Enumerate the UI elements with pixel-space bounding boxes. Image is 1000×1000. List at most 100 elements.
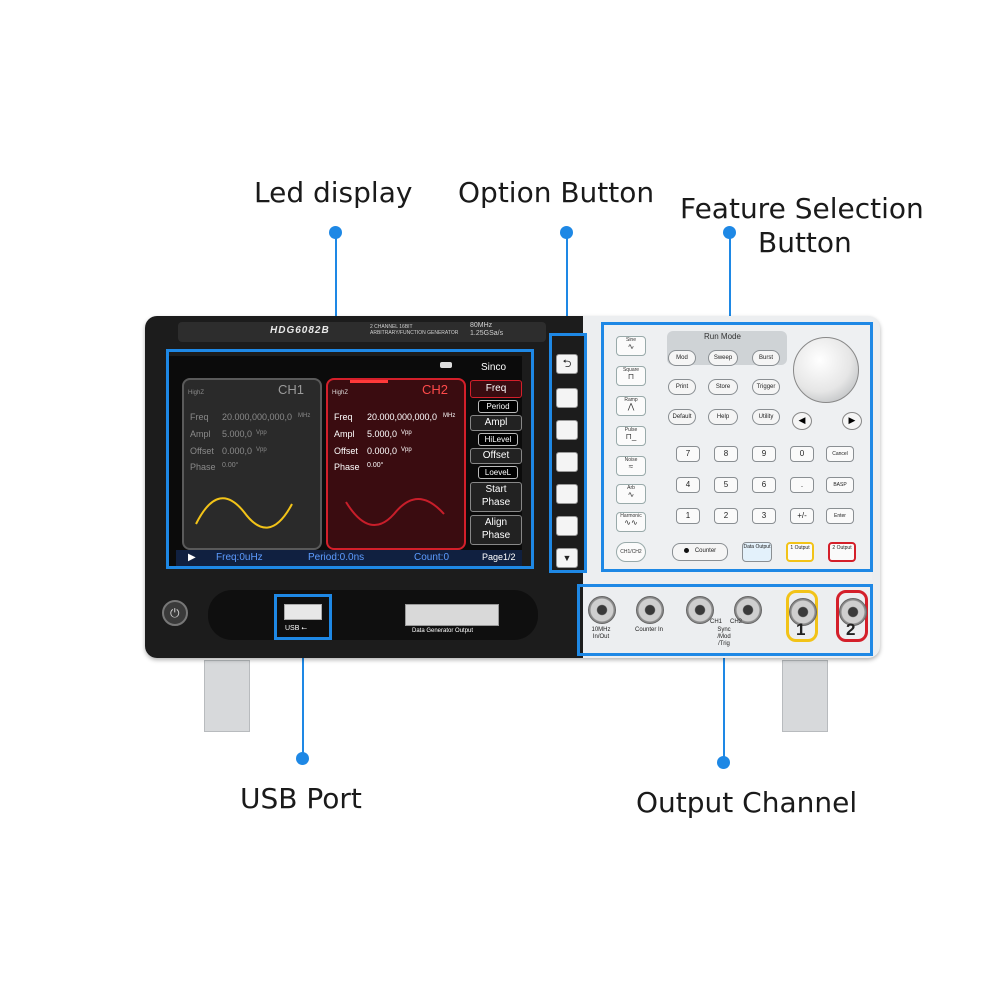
noise-button[interactable]: Noise≈ bbox=[616, 456, 646, 476]
option-return-button[interactable]: ⮌ bbox=[556, 354, 578, 374]
option-button-highlight bbox=[549, 333, 587, 573]
pulse-button[interactable]: Pulse⊓_ bbox=[616, 426, 646, 446]
feature-selection-leader bbox=[729, 232, 731, 322]
power-button[interactable] bbox=[162, 600, 188, 626]
output-channel-leader bbox=[723, 656, 725, 762]
softkey-offset[interactable]: Offset bbox=[470, 448, 522, 464]
softkey-align-phase[interactable]: Align Phase bbox=[470, 515, 522, 545]
ch2-ampl-label: Ampl bbox=[334, 429, 355, 439]
rotary-knob[interactable] bbox=[793, 337, 859, 403]
ch1-offset-value: 0.000,0 bbox=[222, 446, 253, 456]
key-6[interactable]: 6 bbox=[752, 477, 776, 493]
key-8[interactable]: 8 bbox=[714, 446, 738, 462]
ch1-phase-value: 0.00° bbox=[222, 462, 239, 469]
led-display-callout: Led display bbox=[254, 176, 413, 209]
ch2-offset-label: Offset bbox=[334, 446, 358, 456]
pulse-label: Pulse bbox=[624, 427, 638, 433]
output-channel-dot bbox=[717, 756, 730, 769]
ch2-impedance: HighZ bbox=[332, 390, 349, 396]
power-icon: ⏻ bbox=[170, 606, 180, 620]
feature-selection-callout-line1: Feature Selection bbox=[680, 192, 924, 225]
ref-10mhz-connector[interactable] bbox=[588, 596, 616, 624]
output1-button[interactable]: 1 Output bbox=[786, 542, 814, 562]
ch1-sine-trace bbox=[195, 497, 293, 529]
utility-button[interactable]: Utility bbox=[752, 409, 780, 425]
ch2-sync-connector[interactable] bbox=[734, 596, 762, 624]
sine-button[interactable]: Sine∿ bbox=[616, 336, 646, 356]
output2-connector[interactable] bbox=[839, 598, 867, 626]
key-2[interactable]: 2 bbox=[714, 508, 738, 524]
key-9[interactable]: 9 bbox=[752, 446, 776, 462]
arb-button[interactable]: Arb∿ bbox=[616, 484, 646, 504]
ch2-freq-label: Freq bbox=[334, 412, 353, 422]
ch1-phase-label: Phase bbox=[190, 462, 216, 472]
output2-frame bbox=[836, 590, 868, 642]
option-button-2[interactable] bbox=[556, 420, 578, 440]
softkey-hilevel[interactable]: HiLevel bbox=[478, 433, 518, 446]
softkey-lolevel[interactable]: LoeveL bbox=[478, 466, 518, 479]
enter-button[interactable]: Enter bbox=[826, 508, 854, 524]
help-button[interactable]: Help bbox=[708, 409, 738, 425]
softkey-start-phase[interactable]: Start Phase bbox=[470, 482, 522, 512]
output2-button[interactable]: 2 Output bbox=[828, 542, 856, 562]
option-button-5[interactable] bbox=[556, 516, 578, 536]
harmonic-button[interactable]: Harmonic∿∿ bbox=[616, 512, 646, 532]
option-button-4[interactable] bbox=[556, 484, 578, 504]
softkey-ampl[interactable]: Ampl bbox=[470, 415, 522, 431]
burst-button[interactable]: Burst bbox=[752, 350, 780, 366]
option-button-3[interactable] bbox=[556, 452, 578, 472]
data-generator-output-port[interactable] bbox=[405, 604, 499, 626]
ramp-label: Ramp bbox=[624, 397, 638, 403]
top-status-icon bbox=[440, 362, 452, 368]
led-display-highlight bbox=[166, 349, 534, 569]
key-1[interactable]: 1 bbox=[676, 508, 700, 524]
option-button-callout: Option Button bbox=[458, 176, 655, 209]
key-0[interactable]: 0 bbox=[790, 446, 814, 462]
sweep-button[interactable]: Sweep bbox=[708, 350, 738, 366]
noise-icon: ≈ bbox=[628, 462, 634, 471]
option-button-1[interactable] bbox=[556, 388, 578, 408]
ch2-panel[interactable] bbox=[326, 378, 466, 550]
softkey-period[interactable]: Period bbox=[478, 400, 518, 413]
counter-button[interactable]: Counter bbox=[672, 543, 728, 561]
feature-selection-highlight bbox=[601, 322, 873, 572]
counter-led-icon bbox=[683, 547, 689, 553]
ch2-freq-value: 20.000,000,000,0 bbox=[367, 412, 438, 422]
key-dot[interactable]: . bbox=[790, 477, 814, 493]
usb-port[interactable] bbox=[284, 604, 322, 620]
pulse-icon: ⊓_ bbox=[625, 432, 637, 441]
ch-switch-button[interactable]: CH1/CH2 bbox=[616, 542, 646, 562]
key-7[interactable]: 7 bbox=[676, 446, 700, 462]
output1-connector[interactable] bbox=[789, 598, 817, 626]
ch1-offset-unit: Vpp bbox=[256, 447, 267, 453]
softkey-freq[interactable]: Freq bbox=[470, 380, 522, 398]
trigger-button[interactable]: Trigger bbox=[752, 379, 780, 395]
counter-in-connector[interactable] bbox=[636, 596, 664, 624]
counter-label: Counter bbox=[694, 548, 717, 554]
data-output-button[interactable]: Data Output bbox=[742, 542, 772, 562]
ramp-button[interactable]: Ramp⋀ bbox=[616, 396, 646, 416]
option-down-button[interactable]: ▼ bbox=[556, 548, 578, 568]
output1-frame bbox=[786, 590, 818, 642]
spec-sample-rate: 1.25GSa/s bbox=[470, 330, 504, 337]
ch1-offset-label: Offset bbox=[190, 446, 214, 456]
default-button[interactable]: Default bbox=[668, 409, 696, 425]
basp-button[interactable]: BASP bbox=[826, 477, 854, 493]
key-3[interactable]: 3 bbox=[752, 508, 776, 524]
right-arrow-button[interactable]: ▶ bbox=[842, 412, 862, 430]
ref-10mhz-label: 10MHz In/Out bbox=[591, 627, 611, 640]
model-name: HDG6082B bbox=[270, 325, 330, 336]
plus-minus-key[interactable]: +/- bbox=[790, 508, 814, 524]
usb-port-highlight bbox=[274, 594, 332, 640]
store-button[interactable]: Store bbox=[708, 379, 738, 395]
print-button[interactable]: Print bbox=[668, 379, 696, 395]
mod-button[interactable]: Mod bbox=[668, 350, 696, 366]
ch1-sync-connector[interactable] bbox=[686, 596, 714, 624]
square-button[interactable]: Square⊓ bbox=[616, 366, 646, 386]
ch1-ampl-label: Ampl bbox=[190, 429, 211, 439]
left-arrow-button[interactable]: ◀ bbox=[792, 412, 812, 430]
key-4[interactable]: 4 bbox=[676, 477, 700, 493]
key-5[interactable]: 5 bbox=[714, 477, 738, 493]
arb-label: Arb bbox=[627, 485, 635, 491]
cancel-button[interactable]: Cancel bbox=[826, 446, 854, 462]
